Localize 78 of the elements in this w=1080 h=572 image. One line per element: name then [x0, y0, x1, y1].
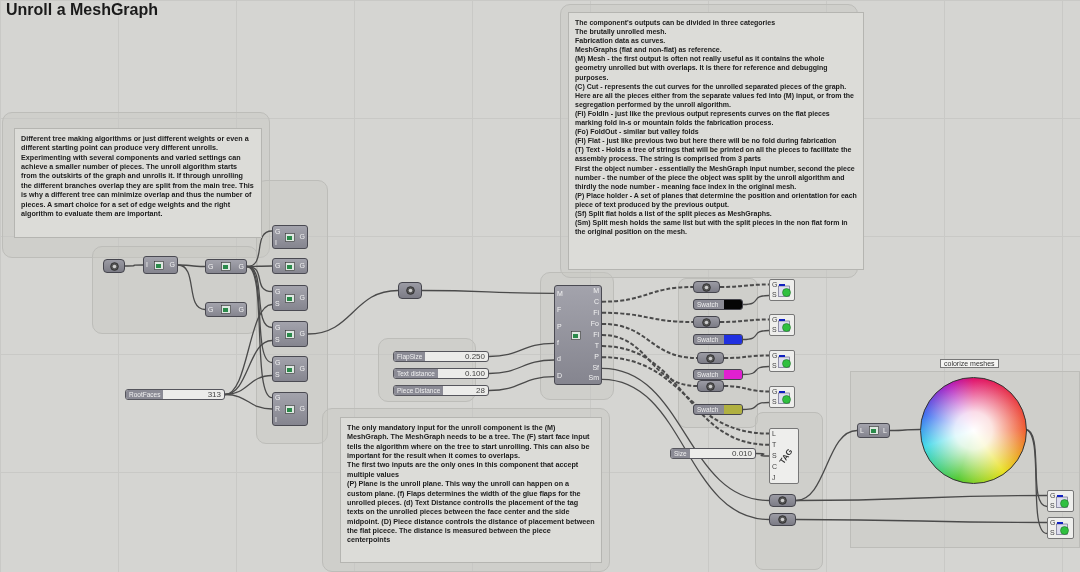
comment-panel	[340, 417, 602, 563]
wire	[723, 354, 770, 359]
preview-component	[769, 314, 795, 336]
wire	[224, 303, 273, 396]
slider-value: 0.250	[464, 352, 485, 361]
wire	[601, 378, 770, 521]
wire	[488, 376, 555, 392]
diagram-title: Unroll a MeshGraph	[6, 1, 159, 19]
wire	[124, 264, 144, 267]
parameter-capsule	[769, 513, 796, 526]
wire	[224, 339, 273, 396]
wire	[742, 329, 770, 341]
preview-component	[1047, 517, 1074, 539]
preview-component	[769, 279, 795, 301]
wire	[601, 345, 770, 446]
component-block	[205, 302, 247, 317]
preview-component	[769, 428, 799, 484]
number-slider	[125, 389, 225, 400]
wire	[795, 494, 1048, 502]
wire	[601, 286, 694, 303]
component-block	[272, 392, 308, 426]
wire	[742, 365, 770, 376]
wire	[889, 428, 921, 432]
wire	[307, 289, 399, 335]
wire	[601, 356, 770, 435]
component-block	[272, 258, 308, 274]
wire	[755, 452, 770, 457]
parameter-capsule	[693, 281, 720, 293]
parameter-capsule	[693, 316, 720, 328]
slider-value: 313	[207, 390, 221, 399]
wire	[177, 264, 206, 268]
wire	[719, 318, 770, 323]
wire	[246, 265, 273, 399]
wire	[601, 311, 694, 323]
wire	[224, 393, 273, 410]
wire	[795, 518, 1048, 524]
colour-swatch	[693, 334, 743, 345]
wire	[601, 322, 698, 359]
component-block	[272, 321, 308, 347]
wire	[601, 334, 698, 387]
colour-swatch	[693, 299, 743, 310]
number-slider	[393, 351, 489, 362]
colour-swatch	[693, 369, 743, 380]
wire	[742, 401, 770, 411]
component-block	[143, 256, 178, 274]
parameter-capsule	[103, 259, 125, 273]
slider-value: 0.100	[464, 369, 485, 378]
wire	[795, 429, 858, 502]
component-block	[205, 259, 247, 274]
wire	[488, 342, 555, 358]
number-slider	[393, 368, 489, 379]
preview-component	[1047, 490, 1074, 512]
comment-panel	[14, 128, 262, 238]
wire	[601, 367, 770, 502]
wire	[421, 289, 555, 294]
parameter-capsule	[697, 352, 724, 364]
parameter-capsule	[769, 494, 796, 507]
wire	[742, 294, 770, 306]
slider-value: 28	[476, 386, 485, 395]
component-block	[272, 285, 308, 311]
wire	[246, 265, 273, 364]
component-block	[272, 356, 308, 382]
number-slider	[393, 385, 489, 396]
parameter-capsule	[697, 380, 724, 392]
wire	[723, 385, 770, 393]
component-block	[272, 225, 308, 249]
parameter-capsule	[398, 282, 422, 299]
component-block	[857, 423, 890, 438]
preview-component	[769, 350, 795, 372]
component-block	[554, 285, 602, 385]
comment-panel	[568, 12, 864, 270]
slider-value: 0.010	[731, 449, 752, 458]
preview-component	[769, 386, 795, 408]
wire	[177, 264, 206, 311]
number-slider	[670, 448, 756, 459]
colour-swatch	[693, 404, 743, 415]
wire	[719, 283, 770, 288]
wire	[488, 359, 555, 375]
